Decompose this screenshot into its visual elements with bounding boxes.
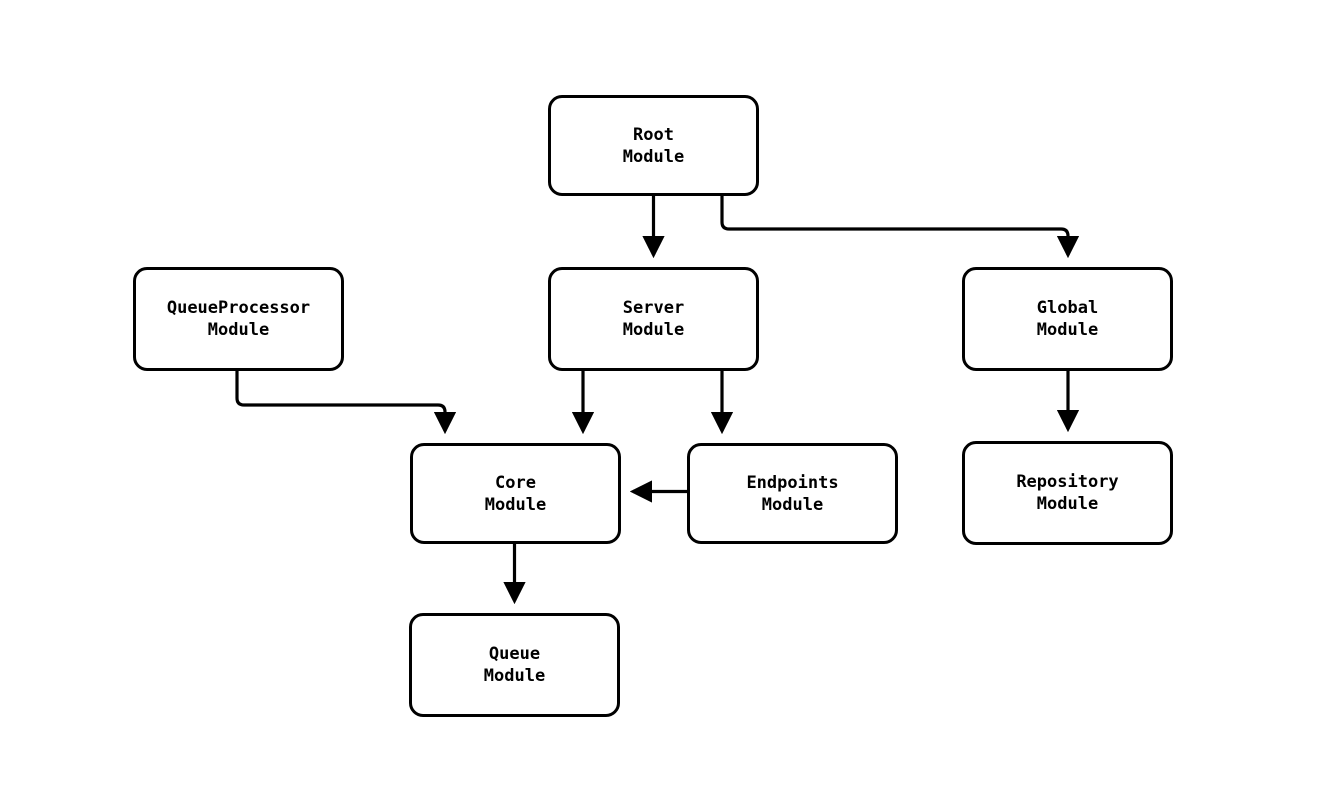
- node-core-line2: Module: [484, 494, 547, 515]
- node-server-line2: Module: [622, 320, 685, 340]
- node-global[interactable]: Global Module: [962, 267, 1173, 371]
- node-queue-line2: Module: [483, 666, 546, 686]
- node-repository-line1: Repository: [1016, 472, 1119, 492]
- node-endpoints-line2: Module: [761, 494, 824, 515]
- node-root-line2: Module: [622, 146, 685, 167]
- node-global-line1: Global: [1036, 298, 1099, 318]
- node-queueprocessor-line2: Module: [207, 320, 270, 340]
- node-endpoints-line1: Endpoints: [746, 472, 839, 493]
- node-queue-line1: Queue: [488, 644, 541, 664]
- node-repository[interactable]: Repository Module: [962, 441, 1173, 545]
- node-root[interactable]: Root Module: [548, 95, 759, 196]
- node-server-line1: Server: [622, 298, 685, 318]
- node-global-line2: Module: [1036, 320, 1099, 340]
- node-queueprocessor[interactable]: QueueProcessor Module: [133, 267, 344, 371]
- node-server[interactable]: Server Module: [548, 267, 759, 371]
- edge-queueprocessor-to-core: [235, 371, 457, 435]
- node-endpoints[interactable]: Endpoints Module: [687, 443, 898, 544]
- node-repository-line2: Module: [1036, 494, 1099, 514]
- node-queueprocessor-line1: QueueProcessor: [166, 298, 311, 318]
- node-queue[interactable]: Queue Module: [409, 613, 620, 717]
- node-root-line1: Root: [633, 124, 674, 145]
- edge-root-to-global: [720, 196, 1080, 259]
- node-core[interactable]: Core Module: [410, 443, 621, 544]
- node-core-line1: Core: [495, 472, 536, 493]
